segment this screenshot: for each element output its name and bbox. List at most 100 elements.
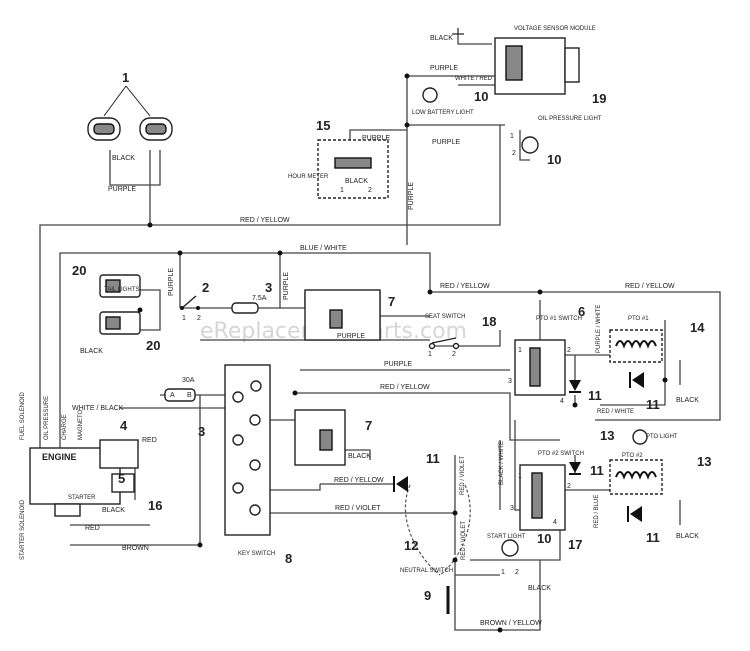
label-red-violet-1: RED / VIOLET [335, 505, 381, 512]
label-red-yellow-4: RED / YELLOW [380, 384, 430, 391]
svg-text:1: 1 [182, 315, 186, 322]
ref-16: 16 [148, 498, 162, 513]
label-black-4: BLACK [80, 348, 103, 355]
label-magneto: MAGNETO [78, 409, 84, 440]
tail-light-lower [99, 311, 141, 335]
ref-12: 12 [404, 538, 418, 553]
ref-11c: 11 [646, 397, 660, 412]
relay-upper [304, 289, 381, 341]
label-black-8: BLACK [348, 453, 371, 460]
ref-18: 18 [482, 314, 496, 329]
ref-11a: 11 [426, 451, 440, 466]
label-black-white: BLACK / WHITE [499, 441, 505, 485]
label-purple-white: PURPLE / WHITE [596, 305, 602, 353]
label-engine: ENGINE [42, 452, 77, 462]
label-pto2-switch: PTO #2 SWITCH [538, 451, 584, 457]
seat-switch [428, 337, 460, 350]
label-red-yellow-5: RED / YELLOW [334, 477, 384, 484]
label-pto1-switch: PTO #1 SWITCH [536, 316, 582, 322]
label-black-3: BLACK [112, 155, 135, 162]
label-purple-8: PURPLE [337, 333, 365, 340]
label-purple-1: PURPLE [430, 65, 458, 72]
ref-1: 1 [122, 70, 129, 85]
terminal-numbers: 1 2 1 2 1 2 1 2 1 2 3 4 1 2 3 4 1 2 [182, 133, 571, 576]
svg-text:2: 2 [452, 351, 456, 358]
label-starter: STARTER [68, 495, 96, 501]
junctions [137, 73, 668, 633]
ref-4: 4 [120, 418, 128, 433]
label-red-blue: RED / BLUE [594, 495, 600, 528]
pto2-switch [519, 464, 566, 531]
label-red-1: RED [142, 437, 157, 444]
diode-pto1-feed [569, 380, 581, 393]
label-terminal-b: B [187, 392, 192, 399]
label-red-violet-2: RED / VIOLET [460, 456, 466, 495]
ref-10a: 10 [474, 89, 488, 104]
label-red-violet-3: RED / VIOLET [461, 521, 467, 560]
labels: VOLTAGE SENSOR MODULE BLACK PURPLE WHITE… [20, 26, 699, 627]
label-blue-white: BLUE / WHITE [300, 245, 347, 252]
label-white-black: WHITE / BLACK [72, 405, 124, 412]
headlight-right [139, 117, 173, 141]
ref-13a: 13 [600, 428, 614, 443]
label-oil-pressure-light: OIL PRESSURE LIGHT [538, 116, 602, 122]
svg-text:2: 2 [368, 187, 372, 194]
label-purple-7: PURPLE [283, 272, 290, 300]
label-red-white: RED / WHITE [597, 409, 634, 415]
svg-text:4: 4 [560, 398, 564, 405]
diode-pto2-feed [569, 462, 581, 475]
svg-text:1: 1 [428, 351, 432, 358]
svg-text:3: 3 [508, 378, 512, 385]
label-red-yellow-2: RED / YELLOW [440, 283, 490, 290]
label-terminal-a: A [170, 392, 175, 399]
label-black-7: BLACK [102, 507, 125, 514]
ref-11b: 11 [588, 388, 602, 403]
label-black-6: BLACK [676, 533, 699, 540]
key-switch [224, 364, 271, 536]
svg-text:2: 2 [512, 150, 516, 157]
ref-9: 9 [424, 588, 431, 603]
ref-19: 19 [592, 91, 606, 106]
label-hour-meter: HOUR METER [288, 174, 329, 180]
label-voltage-sensor-module: VOLTAGE SENSOR MODULE [514, 26, 596, 32]
label-purple-3: PURPLE [432, 139, 460, 146]
label-purple-2: PURPLE [362, 135, 390, 142]
ref-5: 5 [118, 471, 125, 486]
ref-8: 8 [285, 551, 292, 566]
fuse-30a [164, 388, 196, 402]
ref-13b: 13 [697, 454, 711, 469]
label-red-yellow-3: RED / YELLOW [625, 283, 675, 290]
ref-11e: 11 [646, 530, 660, 545]
fuse-7-5a [231, 302, 259, 314]
voltage-sensor-module [452, 28, 580, 95]
label-key-switch: KEY SWITCH [238, 551, 275, 557]
start-light [501, 539, 519, 557]
oil-pressure-light [521, 136, 539, 154]
ref-3b: 3 [198, 424, 205, 439]
svg-text:3: 3 [510, 505, 514, 512]
svg-text:1: 1 [340, 187, 344, 194]
label-pto1: PTO #1 [628, 316, 649, 322]
svg-text:2: 2 [567, 347, 571, 354]
label-white-red: WHITE / RED [455, 76, 493, 82]
ref-10b: 10 [547, 152, 561, 167]
ref-20b: 20 [146, 338, 160, 353]
diode-pto2 [627, 506, 642, 522]
label-black-9: BLACK [528, 585, 551, 592]
label-brown: BROWN [122, 545, 149, 552]
diode-neutral [393, 476, 408, 492]
label-tail-lights: TAIL LIGHTS [104, 287, 139, 293]
label-black-5: BLACK [676, 397, 699, 404]
ref-15: 15 [316, 118, 330, 133]
hour-meter [317, 139, 389, 199]
svg-text:2: 2 [197, 315, 201, 322]
ref-20a: 20 [72, 263, 86, 278]
ref-3a: 3 [265, 280, 272, 295]
diode-pto1 [629, 372, 644, 388]
svg-text:1: 1 [518, 473, 522, 480]
svg-text:1: 1 [510, 133, 514, 140]
label-red-yellow-1: RED / YELLOW [240, 217, 290, 224]
ref-6: 6 [578, 304, 585, 319]
label-purple-5: PURPLE [108, 186, 136, 193]
